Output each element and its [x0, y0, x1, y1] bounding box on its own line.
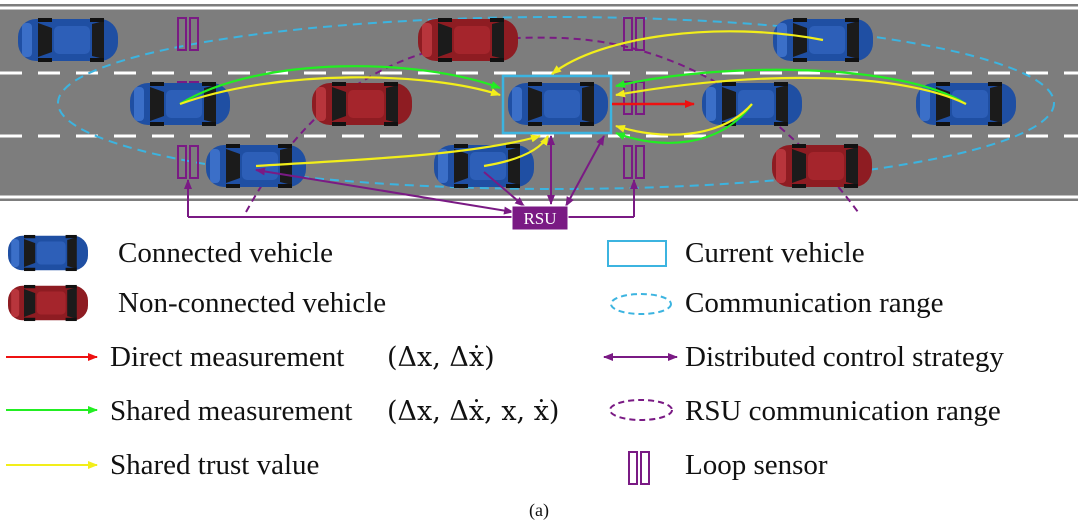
current-vehicle-icon	[508, 82, 608, 126]
non-connected-vehicle-icon	[312, 82, 412, 126]
dashed-ellipse-icon	[609, 399, 673, 421]
legend-label: Connected vehicle	[118, 237, 333, 269]
loop-sensor-icon	[628, 451, 650, 485]
legend-math: (Δx, Δẋ)	[387, 342, 495, 373]
rsu: RSU	[511, 205, 569, 231]
legend-item-shared-trust: Shared trust value	[6, 449, 319, 481]
connected-vehicle-icon	[7, 234, 88, 272]
current-vehicle-box	[501, 74, 613, 135]
legend-item-current-vehicle: Current vehicle	[607, 237, 865, 269]
trust-value-arrows	[179, 30, 967, 168]
legend: Connected vehicle Non-connected vehicle …	[6, 234, 1004, 485]
legend-label: Distributed control strategy	[685, 341, 1004, 373]
non-connected-vehicle-icon	[418, 18, 518, 62]
dashed-ellipse-icon	[610, 293, 672, 315]
non-connected-vehicle-icon	[7, 284, 88, 322]
legend-label: Loop sensor	[685, 449, 828, 481]
connected-vehicle-icon	[18, 18, 118, 62]
legend-label: Communication range	[685, 287, 944, 319]
legend-label: Non-connected vehicle	[118, 287, 386, 319]
communication-range-ellipse	[57, 16, 1055, 190]
legend-label: Current vehicle	[685, 237, 865, 269]
figure-caption: (a)	[529, 500, 549, 521]
legend-item-rsu-range: RSU communication range	[609, 395, 1001, 427]
legend-item-connected: Connected vehicle	[7, 234, 333, 272]
legend-item-distributed-control: Distributed control strategy	[603, 341, 1004, 373]
legend-item-non-connected: Non-connected vehicle	[7, 284, 386, 322]
rsu-label: RSU	[523, 209, 556, 228]
legend-label: Shared trust value	[110, 449, 319, 481]
legend-item-loop-sensor: Loop sensor	[628, 449, 828, 485]
shared-measurement-arrows	[179, 65, 967, 144]
distributed-control-arrows	[184, 135, 638, 218]
legend-math: (Δx, Δẋ, x, ẋ)	[387, 396, 559, 427]
legend-item-shared-measurement: Shared measurement (Δx, Δẋ, x, ẋ)	[6, 395, 559, 427]
legend-label: RSU communication range	[685, 395, 1001, 427]
legend-item-communication-range: Communication range	[610, 287, 944, 319]
legend-label: Shared measurement	[110, 395, 352, 427]
legend-item-direct-measurement: Direct measurement (Δx, Δẋ)	[6, 341, 495, 373]
non-connected-vehicle-icon	[772, 144, 872, 188]
current-vehicle-box-icon	[607, 240, 667, 267]
legend-label: Direct measurement	[110, 341, 344, 373]
